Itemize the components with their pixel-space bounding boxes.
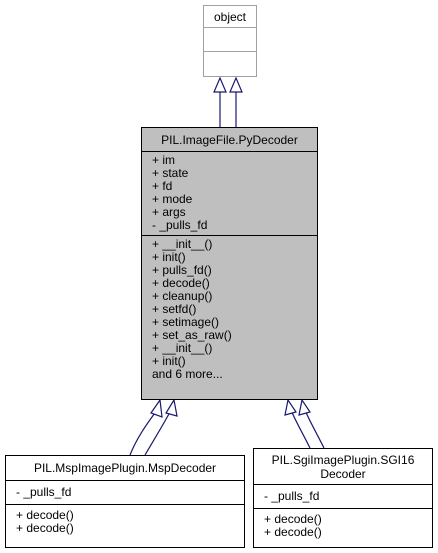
class-attribute: + im (152, 153, 176, 167)
class-method: + cleanup() (152, 289, 213, 303)
class-name-pydecoder: PIL.ImageFile.PyDecoder (161, 133, 298, 147)
class-attribute: - _pulls_fd (16, 485, 72, 499)
edge-msp-to-pydecoder-b (144, 409, 172, 456)
arrowhead-object-b (229, 76, 243, 93)
arrowhead-msp-b (165, 398, 178, 417)
class-method: + decode() (264, 512, 322, 526)
class-methods-pydecoder: + __init__()+ init()+ pulls_fd()+ decode… (142, 235, 317, 384)
class-attributes-msp-decoder: - _pulls_fd (6, 480, 244, 504)
class-methods-sgi16-decoder: + decode()+ decode() (254, 508, 432, 542)
class-method: + setfd() (152, 302, 197, 316)
edge-sgi-to-pydecoder-b (304, 409, 325, 449)
class-box-object[interactable]: object (203, 5, 257, 77)
class-name-object: object (213, 10, 247, 24)
class-method: + decode() (16, 508, 74, 522)
class-method: + decode() (16, 521, 74, 535)
class-name-sgi16-decoder: PIL.SgiImagePlugin.SGI16 Decoder (254, 449, 432, 484)
class-method: + decode() (264, 525, 322, 539)
class-attribute: + mode (152, 192, 193, 206)
class-attribute: - _pulls_fd (264, 489, 320, 503)
class-method: + init() (152, 354, 186, 368)
class-method: + setimage() (152, 315, 220, 329)
arrowhead-sgi-a (284, 398, 297, 416)
class-attributes-object (204, 27, 256, 51)
class-box-sgi16-decoder[interactable]: PIL.SgiImagePlugin.SGI16 Decoder - _pull… (253, 448, 433, 548)
class-attribute: + fd (152, 179, 173, 193)
arrowhead-sgi-b (298, 398, 311, 416)
class-attributes-sgi16-decoder: - _pulls_fd (254, 484, 432, 508)
class-attribute: - _pulls_fd (152, 218, 208, 232)
class-method: + decode() (152, 276, 210, 290)
class-method: + __init__() (152, 341, 213, 355)
class-methods-object (204, 51, 256, 74)
class-methods-msp-decoder: + decode()+ decode() (6, 504, 244, 538)
class-name-sgi16-line2: Decoder (320, 467, 366, 481)
class-name-sgi16-line1: PIL.SgiImagePlugin.SGI16 (271, 453, 415, 467)
class-attribute: + args (152, 205, 186, 219)
class-method: + __init__() (152, 237, 213, 251)
class-attribute: + state (152, 166, 189, 180)
class-method: + set_as_raw() (152, 328, 232, 342)
class-name-msp-decoder: PIL.MspImagePlugin.MspDecoder (33, 461, 217, 475)
class-box-pydecoder[interactable]: PIL.ImageFile.PyDecoder + im+ state+ fd+… (141, 127, 318, 400)
class-attributes-pydecoder: + im+ state+ fd+ mode+ args- _pulls_fd (142, 151, 317, 235)
arrowhead-object-a (213, 76, 227, 93)
edge-msp-to-pydecoder-a (129, 409, 158, 456)
class-method: + init() (152, 250, 186, 264)
class-method: + pulls_fd() (152, 263, 212, 277)
class-box-msp-decoder[interactable]: PIL.MspImagePlugin.MspDecoder - _pulls_f… (5, 455, 245, 548)
class-method: and 6 more... (152, 367, 223, 381)
arrowhead-msp-a (150, 398, 163, 418)
